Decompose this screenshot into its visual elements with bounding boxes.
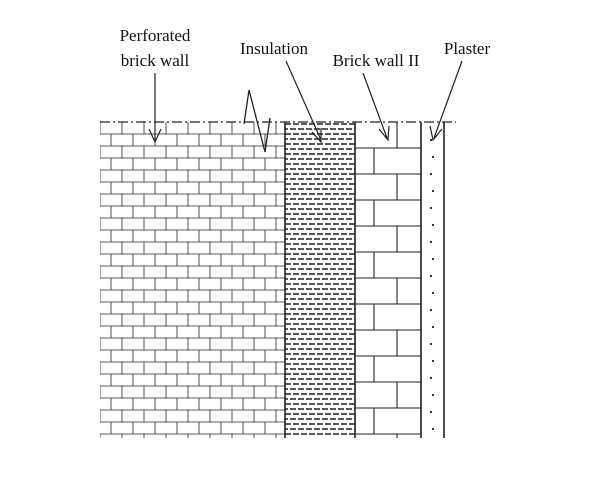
perforated-brick-wall-layer <box>100 122 285 438</box>
plaster-dot <box>431 291 435 295</box>
brick-wall-ii-arrowhead <box>378 125 390 142</box>
plaster-dot <box>429 342 433 346</box>
plaster-dot <box>429 206 433 210</box>
plaster-dot <box>429 172 433 176</box>
plaster-dot <box>431 257 435 261</box>
plaster-label: Plaster <box>444 39 491 58</box>
break-symbol <box>243 89 271 153</box>
plaster-dot <box>431 427 435 431</box>
insulation-layer <box>285 123 355 435</box>
plaster-dot <box>429 376 433 380</box>
plaster-dot <box>429 410 433 414</box>
leader-arrows <box>148 60 463 144</box>
plaster-dot <box>431 223 435 227</box>
plaster-arrowhead <box>429 125 443 142</box>
insulation-leader <box>285 60 322 141</box>
insulation-arrowhead <box>311 128 322 144</box>
plaster-dot <box>431 393 435 397</box>
plaster-dot <box>429 240 433 244</box>
plaster-dot <box>429 308 433 312</box>
plaster-dot <box>431 155 435 159</box>
perforated-label-line2: brick wall <box>121 51 190 70</box>
plaster-layer <box>429 138 435 431</box>
insulation-label: Insulation <box>240 39 308 58</box>
plaster-dot <box>429 138 433 142</box>
plaster-leader <box>433 60 463 139</box>
plaster-dot <box>431 359 435 363</box>
perforated-arrowhead <box>148 128 162 144</box>
brick-wall-ii-leader <box>362 72 388 139</box>
plaster-dot <box>431 325 435 329</box>
perforated-label-line1: Perforated <box>120 26 191 45</box>
brick-wall-ii-label: Brick wall II <box>333 51 420 70</box>
plaster-dot <box>431 189 435 193</box>
brick-wall-ii-layer <box>355 122 421 438</box>
plaster-dot <box>429 274 433 278</box>
